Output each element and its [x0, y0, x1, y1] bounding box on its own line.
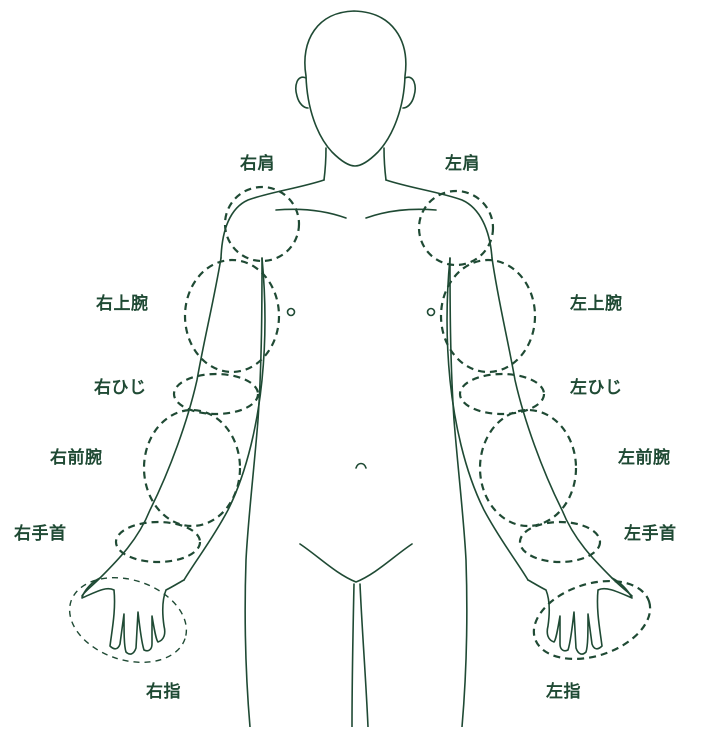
label-left-upper-arm[interactable]: 左上腕	[570, 296, 623, 313]
right-shoulder-line	[221, 180, 324, 258]
zone-left-wrist[interactable]	[520, 522, 600, 562]
label-right-upper-arm[interactable]: 右上腕	[96, 296, 149, 313]
label-right-elbow[interactable]: 右ひじ	[94, 380, 147, 397]
left-shoulder-line	[386, 180, 492, 258]
label-left-forearm[interactable]: 左前腕	[618, 450, 671, 467]
zone-right-fingers[interactable]	[59, 563, 198, 676]
right-hand	[82, 578, 184, 654]
label-right-wrist[interactable]: 右手首	[14, 526, 67, 543]
zone-left-elbow[interactable]	[460, 374, 544, 414]
torso-left	[450, 258, 467, 727]
left-nipple	[428, 309, 435, 316]
zone-right-shoulder[interactable]	[225, 187, 299, 261]
label-left-wrist[interactable]: 左手首	[624, 526, 677, 543]
label-right-fingers[interactable]: 右指	[146, 684, 181, 701]
zone-right-forearm[interactable]	[144, 410, 240, 526]
right-arm-inner	[184, 258, 265, 580]
label-left-shoulder[interactable]: 左肩	[445, 156, 480, 173]
neck-left	[384, 148, 386, 180]
zone-right-wrist[interactable]	[116, 522, 200, 562]
torso-right	[245, 258, 262, 727]
label-left-elbow[interactable]: 左ひじ	[570, 380, 623, 397]
label-left-fingers[interactable]: 左指	[546, 684, 581, 701]
neck-right	[324, 148, 326, 180]
right-inner-leg	[352, 584, 354, 727]
left-inner-leg	[360, 584, 368, 727]
right-nipple	[288, 309, 295, 316]
zone-right-elbow[interactable]	[174, 374, 258, 414]
left-clavicle	[366, 209, 436, 218]
zone-left-shoulder[interactable]	[419, 191, 493, 265]
label-right-forearm[interactable]: 右前腕	[50, 450, 103, 467]
navel	[356, 464, 366, 469]
zone-left-upper-arm[interactable]	[441, 260, 535, 372]
zone-left-fingers[interactable]	[524, 567, 660, 673]
head-outline	[305, 11, 406, 166]
left-hand	[528, 578, 632, 654]
label-right-shoulder[interactable]: 右肩	[240, 156, 275, 173]
groin-line	[300, 544, 412, 582]
left-arm-inner	[447, 258, 528, 580]
right-clavicle	[276, 209, 346, 218]
